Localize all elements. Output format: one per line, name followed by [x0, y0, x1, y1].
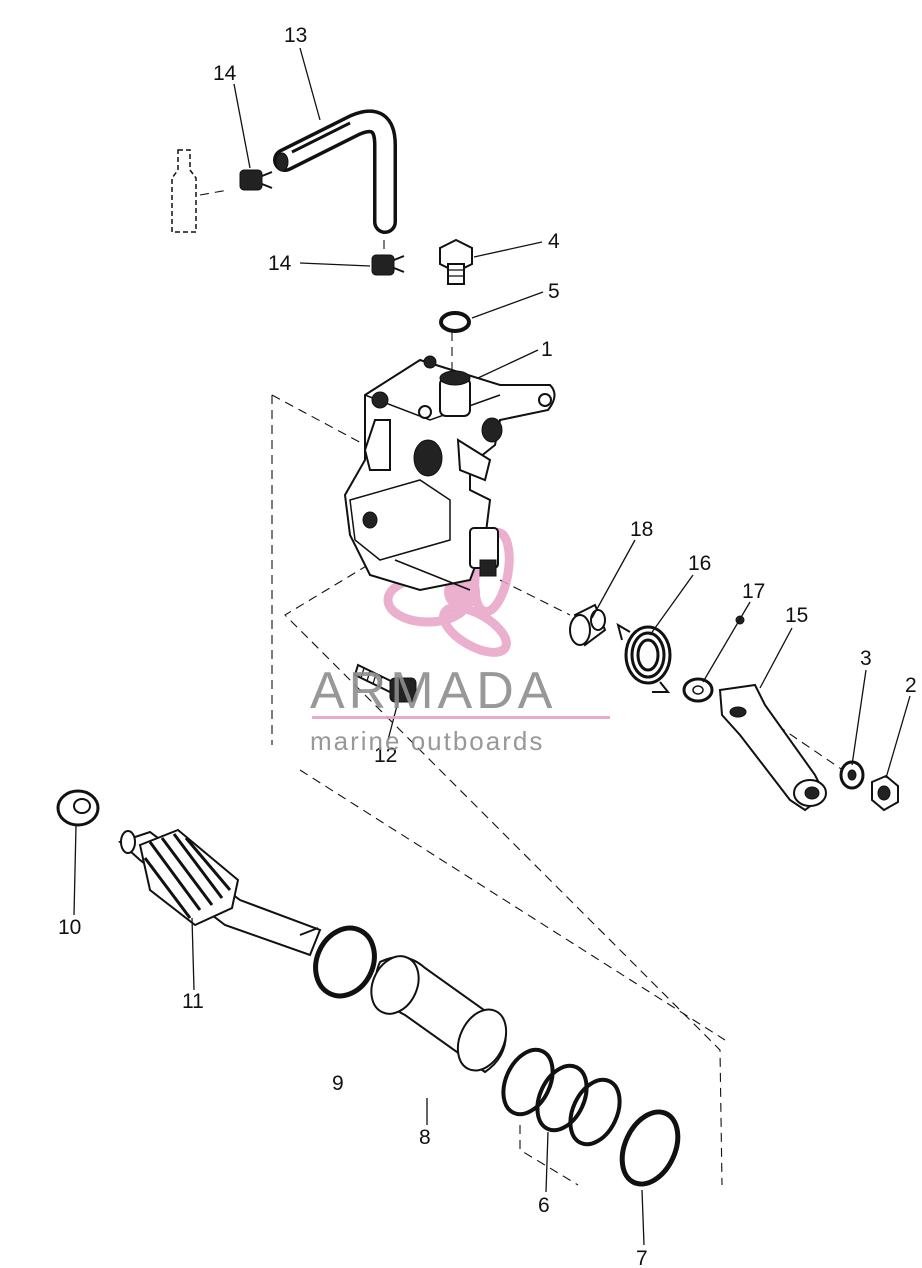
watermark-tagline: marine outboards — [310, 726, 544, 756]
part-14-clamp-upper — [239, 169, 273, 191]
part-14-clamp-lower — [371, 254, 405, 276]
callout-7: 7 — [636, 1247, 648, 1268]
part-18-bushing — [569, 603, 607, 647]
fitting-nozzle — [171, 149, 229, 233]
part-9-snap-ring — [313, 925, 377, 999]
callout-16: 16 — [688, 552, 711, 575]
part-12-screw — [353, 663, 417, 703]
part-4-bolt — [439, 238, 473, 285]
part-2-nut — [871, 774, 899, 812]
callout-13: 13 — [284, 24, 307, 47]
part-7-snap-ring — [619, 1109, 681, 1187]
part-3-washer — [839, 760, 865, 790]
watermark-underline — [312, 716, 610, 719]
part-10-washer — [56, 789, 100, 827]
callout-14-upper: 14 — [213, 62, 237, 85]
callout-6: 6 — [538, 1194, 550, 1217]
part-8-sleeve — [370, 955, 508, 1074]
watermark-brand: ARMADA — [310, 662, 556, 720]
part-11-gear-shaft — [118, 828, 322, 957]
callout-9: 9 — [332, 1072, 344, 1095]
part-1-pump-body — [343, 355, 556, 592]
part-5-washer — [439, 311, 471, 333]
callout-1: 1 — [541, 338, 553, 361]
callout-4: 4 — [548, 230, 560, 253]
callout-17: 17 — [742, 580, 765, 603]
part-16-spring — [616, 622, 672, 693]
callout-5: 5 — [548, 280, 560, 303]
callout-14-lower: 14 — [268, 252, 292, 275]
callout-15: 15 — [785, 604, 808, 627]
callout-2: 2 — [905, 674, 917, 697]
part-15-lever — [718, 683, 827, 812]
callout-labels: 13 14 14 4 5 1 18 16 17 15 3 2 12 10 11 … — [58, 24, 917, 1268]
callout-18: 18 — [630, 518, 653, 541]
leader-lines — [73, 47, 911, 1246]
armada-watermark: ARMADA marine outboards — [310, 662, 610, 756]
part-6-shims — [501, 1047, 622, 1147]
callout-10: 10 — [58, 916, 81, 939]
callout-12: 12 — [374, 744, 397, 767]
part-13-hose — [273, 109, 397, 234]
callout-11: 11 — [182, 990, 204, 1013]
callout-8: 8 — [419, 1126, 431, 1149]
part-17-washer — [682, 677, 714, 703]
callout-3: 3 — [860, 647, 872, 670]
